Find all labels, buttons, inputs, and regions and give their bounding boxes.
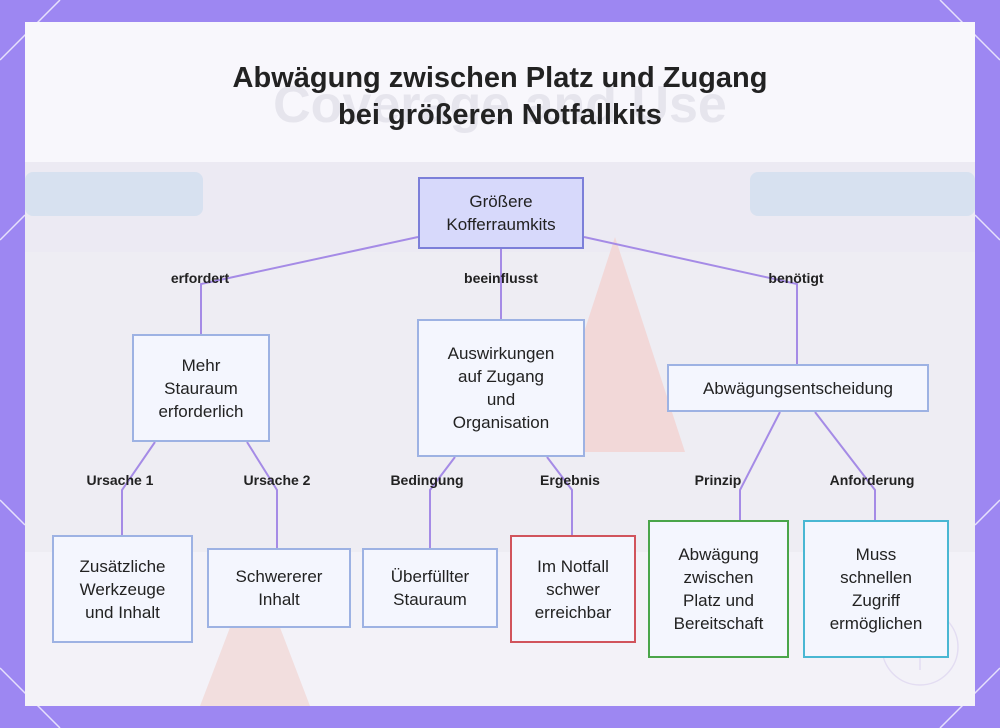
edge-label-condition: Bedingung	[390, 472, 464, 488]
edge-label-cause2: Ursache 2	[243, 472, 311, 488]
edge-decision-quickaccess	[814, 411, 876, 520]
edge-root-decision	[583, 236, 798, 364]
diagram-panel: Coverage and Use Abwägung zwischen Platz…	[25, 22, 975, 706]
node-decision: Abwägungsentscheidung	[667, 364, 929, 412]
edge-label-needs: benötigt	[768, 270, 824, 286]
edge-label-influences: beeinflusst	[464, 270, 538, 286]
background-faded-text: Coverage and Use	[273, 76, 727, 134]
title-line-2: bei größeren Notfallkits	[338, 99, 662, 131]
edge-label-requirement: Anforderung	[829, 472, 915, 488]
edge-impact-overfull	[429, 456, 456, 548]
edge-label-requires: erfordert	[170, 270, 230, 286]
edge-storage-tools	[121, 441, 156, 535]
connectors	[121, 236, 876, 548]
edge-impact-hardreach	[546, 456, 573, 535]
title-line-1: Abwägung zwischen Platz und Zugang	[232, 62, 768, 94]
diagram-title: Abwägung zwischen Platz und Zugang bei g…	[25, 60, 975, 134]
edge-decision-balance	[739, 411, 781, 520]
edge-storage-heavier	[246, 441, 278, 548]
edge-label-result: Ergebnis	[540, 472, 600, 488]
edge-label-principle: Prinzip	[694, 472, 742, 488]
edge-root-storage	[200, 236, 419, 334]
edge-label-cause1: Ursache 1	[86, 472, 154, 488]
